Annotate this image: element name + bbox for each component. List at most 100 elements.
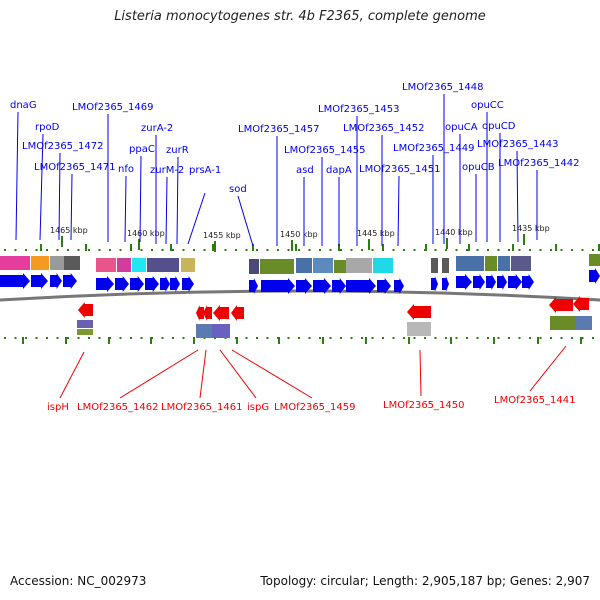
- bp-dot: [277, 249, 279, 251]
- bp-dot: [245, 337, 248, 339]
- bp-dot: [571, 337, 573, 339]
- forward-gene-arrow: [182, 276, 194, 292]
- bp-dot: [4, 249, 6, 251]
- bp-dot: [77, 337, 80, 339]
- bp-dot: [319, 249, 321, 251]
- leader-line: [39, 133, 44, 241]
- gene-label: zurA-2: [141, 123, 173, 134]
- bp-dot: [539, 249, 542, 251]
- feature-block: [485, 256, 497, 271]
- bp-dot: [235, 249, 237, 251]
- feature-block: [132, 258, 146, 272]
- bp-dot: [571, 249, 573, 251]
- bp-dot: [476, 337, 479, 339]
- bp-dot: [224, 249, 227, 251]
- bp-dot: [550, 337, 552, 339]
- bp-dot: [193, 249, 195, 251]
- feature-block: [260, 259, 294, 274]
- bp-dot: [245, 249, 248, 251]
- bp-dot: [140, 337, 143, 339]
- reverse-gene-arrow: [213, 305, 229, 321]
- bp-dot: [298, 337, 300, 339]
- leader-line: [187, 192, 206, 245]
- forward-gene-arrow: [508, 274, 522, 290]
- bp-dot: [497, 337, 500, 339]
- leader-line: [58, 152, 61, 241]
- gene-label: zurM-2: [150, 165, 184, 176]
- leader-line: [119, 349, 199, 399]
- topology-stats: Topology: circular; Length: 2,905,187 bp…: [260, 574, 590, 588]
- bp-dot-row: [4, 249, 594, 339]
- bp-dot: [371, 337, 374, 339]
- forward-gene-arrow: [589, 268, 600, 284]
- bp-tick: [580, 337, 582, 344]
- bp-dot: [392, 249, 395, 251]
- feature-block: [511, 256, 531, 271]
- gene-label: LMOf2365_1448: [402, 82, 484, 93]
- feature-block: [196, 324, 212, 338]
- gene-label: LMOf2365_1462: [77, 402, 159, 413]
- bp-dot: [403, 249, 405, 251]
- bp-dot: [371, 249, 374, 251]
- bp-dot: [172, 337, 174, 339]
- feature-block: [147, 258, 179, 272]
- feature-block: [77, 329, 93, 335]
- gene-label: ispH: [47, 402, 69, 413]
- bp-dot: [508, 337, 510, 339]
- forward-gene-arrow: [249, 278, 258, 294]
- bp-tick: [537, 337, 539, 344]
- feature-block: [576, 316, 592, 330]
- feature-block: [50, 256, 64, 270]
- bp-dot: [340, 249, 342, 251]
- bp-dot: [98, 337, 101, 339]
- gene-label: LMOf2365_1472: [22, 141, 104, 152]
- map-title: Listeria monocytogenes str. 4b F2365, co…: [114, 9, 486, 24]
- forward-gene-arrow: [346, 278, 376, 294]
- bp-tick: [252, 244, 254, 251]
- bp-dot: [424, 337, 426, 339]
- gene-label: dnaG: [10, 100, 37, 111]
- bp-dot: [466, 337, 468, 339]
- gene-label: opuCB: [462, 162, 495, 173]
- forward-gene-arrow: [145, 276, 159, 292]
- bp-dot: [46, 337, 48, 339]
- bp-dot: [98, 249, 101, 251]
- gene-label: LMOf2365_1459: [274, 402, 356, 413]
- leader-line: [59, 351, 85, 399]
- gene-label: LMOf2365_1441: [494, 395, 576, 406]
- reverse-gene-arrow: [78, 302, 93, 318]
- feature-block: [346, 258, 372, 273]
- forward-gene-arrow: [96, 276, 114, 292]
- bp-dot: [109, 249, 111, 251]
- forward-gene-arrow: [261, 278, 295, 294]
- reverse-gene-arrow: [549, 297, 573, 313]
- feature-block: [31, 256, 49, 270]
- forward-gene-arrow: [170, 276, 180, 292]
- forward-gene-labels: dnaGrpoDLMOf2365_1472LMOf2365_1471LMOf23…: [10, 82, 580, 195]
- genome-backbone: [0, 289, 600, 302]
- reverse-genes: [78, 296, 589, 321]
- gene-label: opuCC: [471, 100, 504, 111]
- kbp-label: 1445 kbp: [357, 229, 395, 238]
- forward-gene-arrow: [497, 274, 507, 290]
- forward-gene-arrow: [394, 278, 404, 294]
- feature-block: [249, 259, 259, 274]
- forward-gene-arrow: [486, 274, 496, 290]
- bp-dot: [455, 337, 458, 339]
- bp-dot: [203, 249, 206, 251]
- bp-dot: [308, 249, 311, 251]
- bp-dot: [35, 249, 38, 251]
- feature-block: [442, 258, 449, 273]
- feature-block: [181, 258, 195, 272]
- feature-block: [589, 254, 600, 266]
- bp-dot: [382, 337, 384, 339]
- reverse-gene-arrow: [196, 305, 204, 321]
- forward-gene-arrow: [442, 276, 449, 292]
- bp-dot: [25, 249, 27, 251]
- bp-dot: [361, 337, 363, 339]
- bp-dot: [592, 337, 594, 339]
- bp-dot: [466, 249, 468, 251]
- forward-gene-arrow: [31, 273, 48, 289]
- accession-label: Accession: NC_002973: [10, 574, 147, 588]
